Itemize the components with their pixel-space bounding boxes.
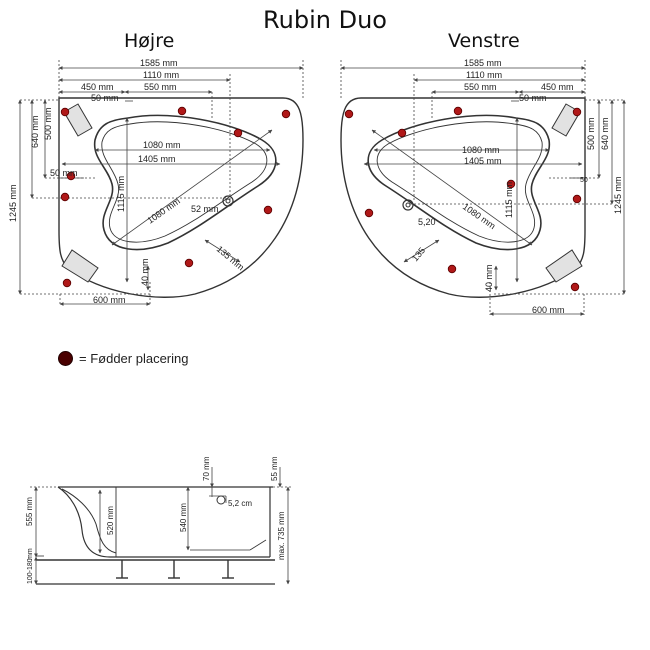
venstre-dim-40: 40 mm [484, 264, 494, 292]
hojre-dim-1585: 1585 mm [140, 58, 178, 68]
hojre-dim-50-top: 50 mm [91, 93, 119, 103]
venstre-dim-50-top: 50 mm [519, 93, 547, 103]
hojre-inner-basin-lip [101, 121, 268, 243]
hojre-headrest-top [63, 103, 93, 137]
feet-legend: = Fødder placering [58, 349, 188, 367]
venstre-dim-135: 135 [410, 245, 427, 263]
hojre-dim-550: 550 mm [144, 82, 177, 92]
foot-marker [572, 194, 582, 204]
foot-marker [60, 107, 70, 117]
hojre-dim-50-left: 50 mm [50, 168, 78, 178]
section-dimension-lines [30, 467, 292, 585]
foot-marker [570, 282, 580, 292]
venstre-inner-basin [367, 114, 551, 251]
section-dim-mm: mm [27, 548, 34, 560]
foot-marker [344, 109, 354, 119]
foot-marker [453, 106, 463, 116]
hojre-dim-600: 600 mm [93, 295, 126, 305]
section-view [36, 486, 275, 585]
hojre-dim-1115: 1115 mm [116, 176, 126, 212]
venstre-dim-550: 550 mm [464, 82, 497, 92]
section-dim-5-2cm: 5,2 cm [228, 499, 252, 508]
section-adjustable-legs [116, 560, 234, 579]
venstre-plan-view [340, 97, 586, 298]
venstre-dim-1585: 1585 mm [464, 58, 502, 68]
section-dim-70: 70 mm [202, 456, 211, 481]
venstre-headrest-bottom [545, 249, 583, 283]
venstre-dim-450: 450 mm [541, 82, 574, 92]
hojre-dimension-lines [18, 60, 304, 306]
foot-marker [233, 128, 243, 138]
venstre-dim-520: 5,20 [418, 217, 436, 227]
venstre-dimension-labels: 1585 mm 1110 mm 550 mm 450 mm 50 mm 500 … [410, 58, 623, 315]
foot-marker [364, 208, 374, 218]
section-dim-55: 55 mm [270, 456, 279, 481]
foot-marker [447, 264, 457, 274]
section-dim-520: 520 mm [106, 506, 115, 535]
venstre-dim-1115: 1115 mm [504, 182, 514, 218]
foot-marker [62, 278, 72, 288]
drawing-title: Rubin Duo [263, 6, 387, 34]
venstre-dim-50-right: 50 [580, 177, 588, 184]
venstre-dim-1405: 1405 mm [464, 156, 502, 166]
venstre-inner-basin-lip [376, 121, 543, 243]
hojre-dim-450: 450 mm [81, 82, 114, 92]
section-dim-555: 555 mm [25, 497, 34, 526]
foot-marker [506, 179, 516, 189]
hojre-headrest-bottom [61, 249, 99, 283]
hojre-dim-1080-diag: 1080 mm [145, 196, 181, 226]
section-inner-basin [61, 488, 117, 554]
section-overflow [216, 495, 226, 505]
foot-marker [397, 128, 407, 138]
foot-placement-dot-icon [58, 350, 73, 366]
venstre-dim-1110: 1110 mm [466, 70, 502, 80]
venstre-dim-640: 640 mm [600, 117, 610, 150]
venstre-dim-1080: 1080 mm [462, 145, 500, 155]
foot-marker [572, 107, 582, 117]
foot-marker [66, 171, 76, 181]
hojre-dim-135: 135 mm [215, 244, 246, 273]
foot-marker [177, 106, 187, 116]
venstre-dim-500: 500 mm [586, 117, 596, 150]
hojre-dim-40: 40 mm [140, 258, 150, 286]
hojre-dim-52: 52 mm [191, 204, 219, 214]
section-dim-540: 540 mm [179, 503, 188, 532]
hojre-dim-1405: 1405 mm [138, 154, 176, 164]
section-dimension-labels: 555 mm 100-180 mm 520 mm 540 mm 70 mm 55… [25, 456, 286, 584]
venstre-dim-600: 600 mm [532, 305, 565, 315]
hojre-dim-1110: 1110 mm [143, 70, 179, 80]
venstre-dimension-lines [340, 60, 626, 316]
section-dim-max735: max. 735 mm [277, 511, 286, 560]
legend-text: = Fødder placering [79, 350, 189, 366]
hojre-dim-640: 640 mm [30, 115, 40, 148]
foot-marker [281, 109, 291, 119]
venstre-dim-1245: 1245 mm [613, 176, 623, 214]
left-variant-label: Venstre [448, 30, 520, 52]
hojre-feet [60, 106, 291, 288]
section-outer-shell [57, 486, 270, 558]
venstre-feet [344, 106, 582, 292]
hojre-dim-1245: 1245 mm [8, 184, 18, 222]
foot-marker [184, 258, 194, 268]
right-variant-label: Højre [124, 30, 175, 52]
foot-marker [60, 192, 70, 202]
hojre-dim-1080: 1080 mm [143, 140, 181, 150]
foot-marker [263, 205, 273, 215]
hojre-dim-500: 500 mm [43, 107, 53, 140]
section-dim-100-180: 100-180 [27, 558, 34, 584]
